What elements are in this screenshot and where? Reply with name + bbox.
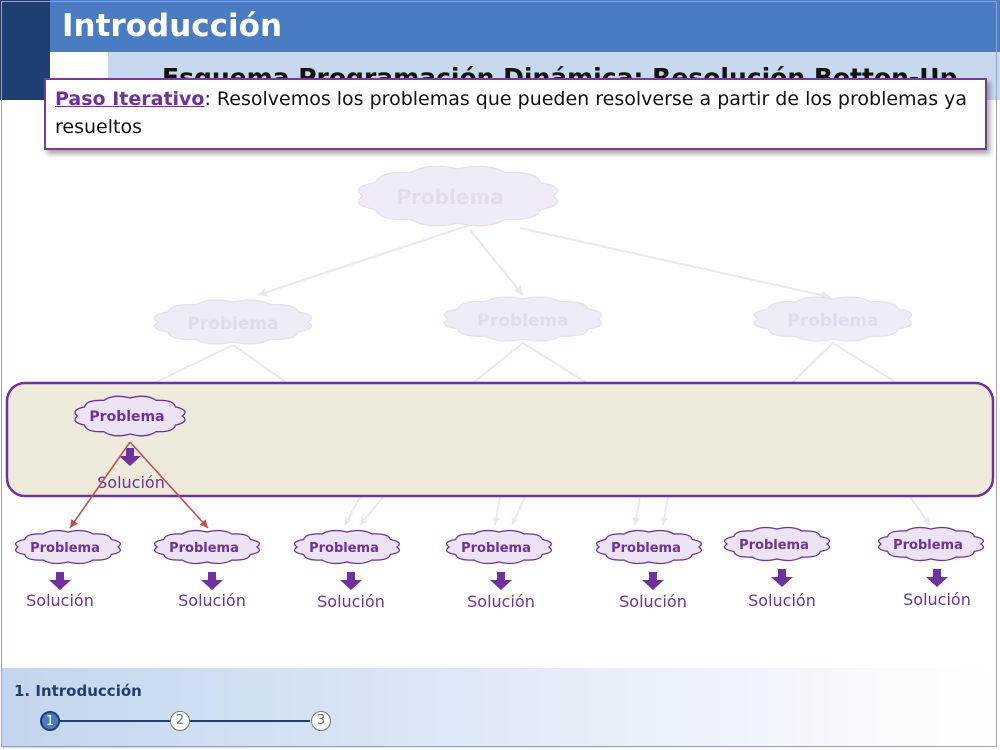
tree-edge-head — [511, 517, 519, 525]
dependency-arrow-head — [70, 519, 78, 528]
leaf-problem-cloud — [724, 526, 830, 562]
leaf-problem-cloud — [596, 529, 702, 565]
leaf-solution-arrow — [49, 572, 71, 590]
leaf-problem-cloud — [15, 529, 121, 565]
highlight-box — [5, 381, 995, 498]
slide-title: Introducción — [62, 8, 283, 44]
tree-edge-head — [922, 517, 930, 525]
leaf-solution-arrow — [490, 572, 512, 590]
tree-edge — [789, 342, 834, 386]
tree-edge-head — [632, 517, 640, 525]
footer-section-label: 1. Introducción — [14, 682, 142, 700]
callout-description: : Resolvemos los problemas que pueden re… — [55, 88, 968, 138]
slide-subtitle: Esquema Programación Dinámica: Resolució… — [162, 63, 958, 82]
mid-problem-label: Problema — [787, 311, 878, 331]
tree-edge — [149, 344, 234, 386]
dependency-arrow — [129, 441, 209, 529]
leaf-problem-label: Problema — [309, 541, 379, 556]
leaf-problem-cloud — [154, 529, 260, 565]
active-problem-label: Problema — [89, 409, 164, 425]
leaf-problem-label: Problema — [461, 541, 531, 556]
header-left-block — [0, 0, 50, 100]
callout-key-term: Paso Iterativo — [55, 88, 205, 110]
tree-edge — [232, 344, 291, 386]
tree-edge — [519, 227, 831, 298]
leaf-solution-arrow — [201, 572, 223, 590]
tree-edge — [469, 229, 524, 296]
active-problem-cloud — [74, 395, 186, 437]
leaf-solution-label: Solución — [467, 592, 535, 611]
active-solution-label: Solución — [97, 473, 165, 492]
leaf-solution-label: Solución — [317, 592, 385, 611]
mid-problem-cloud — [753, 296, 913, 342]
callout-text: Paso Iterativo: Resolvemos los problemas… — [55, 85, 980, 141]
mid-problem-cloud — [153, 299, 313, 345]
leaf-solution-label: Solución — [26, 591, 94, 610]
leaf-problem-label: Problema — [893, 538, 963, 553]
progress-step-2[interactable]: 2 — [170, 711, 190, 731]
tree-edge-head — [258, 287, 268, 297]
callout-box: Paso Iterativo: Resolvemos los problemas… — [44, 78, 987, 150]
mid-problem-cloud — [443, 296, 603, 342]
leaf-problem-label: Problema — [169, 541, 239, 556]
leaf-problem-label: Problema — [30, 541, 100, 556]
mid-problem-label: Problema — [477, 311, 568, 331]
leaf-solution-label: Solución — [619, 592, 687, 611]
leaf-problem-label: Problema — [611, 541, 681, 556]
leaf-solution-arrow — [340, 572, 362, 590]
leaf-solution-arrow — [926, 569, 948, 587]
tree-edge-head — [513, 285, 523, 295]
tree-edge-head — [492, 517, 500, 525]
progress-connector — [190, 720, 310, 722]
progress-step-3[interactable]: 3 — [311, 711, 331, 731]
tree-edge-head — [345, 517, 352, 525]
tree-edge — [257, 224, 471, 296]
leaf-solution-label: Solución — [178, 591, 246, 610]
mid-problem-label: Problema — [187, 314, 278, 334]
root-problem-label: Problema — [396, 185, 503, 209]
dependency-arrow — [69, 441, 131, 529]
dependency-arrow-head — [199, 519, 208, 528]
progress-connector — [60, 720, 170, 722]
tree-edge — [522, 342, 591, 386]
footer-band — [2, 668, 998, 748]
leaf-solution-label: Solución — [903, 590, 971, 609]
tree-edge-head — [660, 517, 668, 525]
leaf-problem-cloud — [878, 526, 984, 562]
root-problem-cloud — [357, 165, 559, 227]
tree-edge-head — [360, 517, 368, 525]
leaf-problem-label: Problema — [739, 538, 809, 553]
leaf-problem-cloud — [294, 529, 400, 565]
active-solution-arrow — [119, 448, 141, 466]
leaf-solution-arrow — [642, 572, 664, 590]
progress-step-1[interactable]: 1 — [40, 711, 60, 731]
tree-edge — [469, 342, 524, 386]
header-bar — [50, 0, 1000, 52]
leaf-problem-cloud — [446, 529, 552, 565]
leaf-solution-arrow — [771, 569, 793, 587]
leaf-solution-label: Solución — [748, 591, 816, 610]
tree-edge — [832, 342, 901, 386]
